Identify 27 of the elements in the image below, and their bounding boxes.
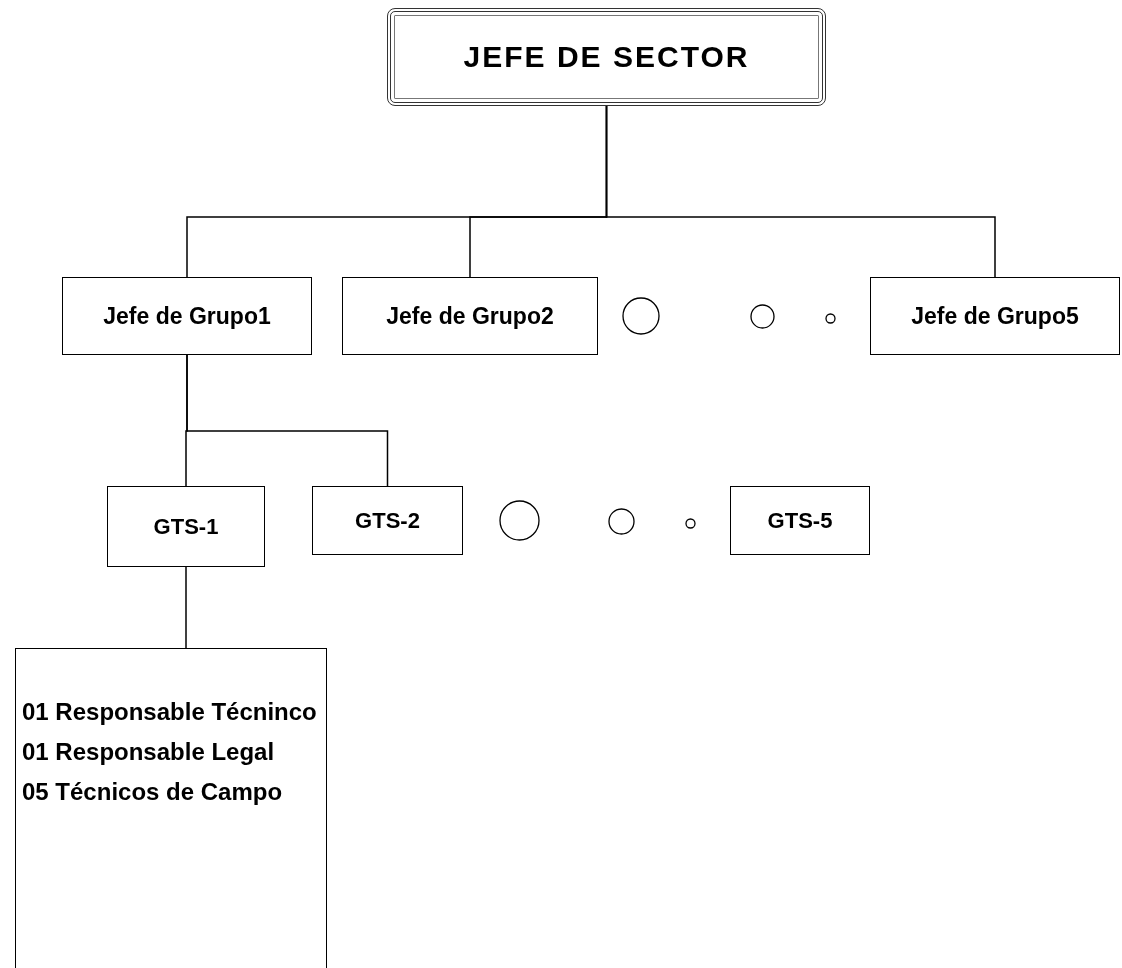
ellipsis-circle	[750, 304, 775, 329]
ellipsis-circle	[685, 518, 696, 529]
ellipsis-circle	[608, 508, 635, 535]
org-box	[730, 486, 870, 555]
connector-line	[186, 354, 389, 487]
box-label: Jefe de Grupo2	[386, 302, 554, 330]
ellipsis-circle	[825, 313, 836, 324]
box-label: Jefe de Grupo1	[103, 302, 271, 330]
org-box	[312, 486, 463, 555]
box-label: GTS-2	[355, 507, 420, 534]
connector-line	[185, 566, 187, 649]
staff-item: 01 Responsable Legal	[22, 737, 276, 767]
staff-box	[15, 648, 327, 968]
org-box	[62, 277, 312, 355]
ellipsis-circle	[499, 500, 540, 541]
box-label: Jefe de Grupo5	[911, 302, 1079, 330]
staff-item: 05 Técnicos de Campo	[22, 777, 284, 807]
ellipsis-circle	[622, 297, 660, 335]
box-title: JEFE DE SECTOR	[463, 40, 750, 74]
org-box	[870, 277, 1120, 355]
org-box	[342, 277, 598, 355]
connector-line	[605, 105, 996, 278]
staff-item: 01 Responsable Técninco	[22, 697, 318, 727]
org-box	[107, 486, 265, 567]
box-label: GTS-1	[153, 513, 219, 540]
box-label: GTS-5	[767, 507, 833, 534]
title-box	[387, 8, 826, 106]
